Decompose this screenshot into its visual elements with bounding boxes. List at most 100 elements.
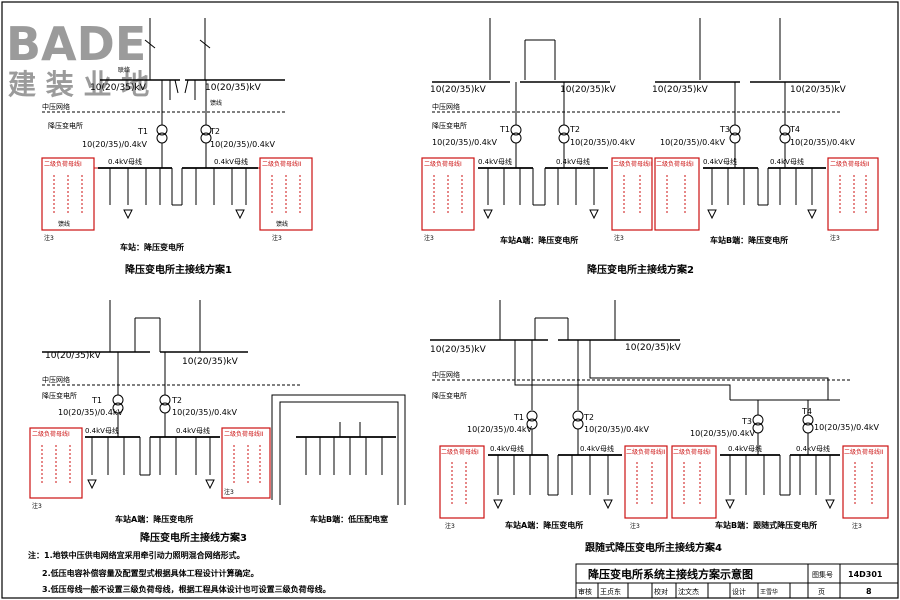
s2-hv-1: 10(20/35)kV [430,85,487,95]
s3-t2: T2 [171,396,182,405]
s2-hv-2: 10(20/35)kV [560,85,617,95]
s2-t1: T1 [499,125,510,134]
s2-hv-3: 10(20/35)kV [652,85,709,95]
s3-lv1: 0.4kV母线 [85,426,119,435]
s3-seg-out: 二级负荷母线II [224,430,264,438]
s4-note3-3: 注3 [852,522,862,530]
s1-note3a: 注3 [44,234,54,242]
scheme-4-labels: 10(20/35)kV 10(20/35)kV 中压网络 降压变电所 T1 T2… [430,343,884,554]
s3-mv-network: 中压网络 [42,375,70,384]
s1-seg-in: 二级负荷母线I [44,160,82,168]
s4-hv-1: 10(20/35)kV [430,345,487,355]
s4-title: 跟随式降压变电所主接线方案4 [585,541,722,554]
s2-lv2: 0.4kV母线 [556,157,590,166]
s4-seg-1: 二级负荷母线I [441,448,479,456]
page-number: 8 [866,587,872,596]
s1-feeder-hv: 馈线 [210,99,222,107]
s2-seg-2: 二级负荷母线II [613,160,653,168]
s4-tx1: 10(20/35)/0.4kV [467,425,533,434]
s4-mv-network: 中压网络 [432,370,460,379]
s1-tx2: 10(20/35)/0.4kV [210,140,276,149]
s3-note3b: 注3 [224,488,234,496]
s2-mv-network: 中压网络 [432,102,460,111]
s2-t2: T2 [569,125,580,134]
s1-feeder-b: 馈线 [276,220,288,228]
s2-title: 降压变电所主接线方案2 [587,263,694,276]
s1-lv1: 0.4kV母线 [108,157,142,166]
s4-t1: T1 [513,413,524,422]
s2-note3-1: 注3 [424,234,434,242]
s4-lv4: 0.4kV母线 [796,444,830,453]
scheme-4 [430,300,889,519]
s2-tx2: 10(20/35)/0.4kV [570,138,636,147]
s4-note3-1: 注3 [445,522,455,530]
logo-cn: 建 装 业 地 [8,68,149,101]
s3-hv-1: 10(20/35)kV [45,351,102,361]
s2-hv-4: 10(20/35)kV [790,85,847,95]
s3-step-down: 降压变电所 [42,391,77,400]
reviewer-name: 王贞东 [600,587,621,596]
designer-name: 王雪华 [760,588,778,596]
s4-t2: T2 [583,413,594,422]
checker-name: 沈文杰 [678,587,699,596]
s2-note3-2: 注3 [614,234,624,242]
s1-feeder-a: 馈线 [58,220,70,228]
page-label: 页 [818,588,825,596]
s3-seg-in: 二级负荷母线I [32,430,70,438]
scheme-3 [29,300,406,505]
design-label: 设计 [732,587,746,596]
s4-station-a: 车站A端：降压变电所 [505,520,583,530]
s4-seg-2: 二级负荷母线II [626,448,666,456]
s2-t3: T3 [719,125,730,134]
s2-step-down: 降压变电所 [432,121,467,130]
s1-station: 车站：降压变电所 [120,242,184,252]
s4-tx3: 10(20/35)/0.4kV [690,429,756,438]
s4-station-b: 车站B端：跟随式降压变电所 [715,520,817,530]
s2-station-b: 车站B端：降压变电所 [710,235,788,245]
s3-title: 降压变电所主接线方案3 [140,531,247,544]
s2-tx1: 10(20/35)/0.4kV [432,138,498,147]
s1-hv-left: 10(20/35)kV [90,83,147,93]
s2-lv3: 0.4kV母线 [703,157,737,166]
s1-step-down: 降压变电所 [48,121,83,130]
s1-t1: T1 [137,127,148,136]
s1-t2: T2 [209,127,220,136]
review-label: 审核 [578,587,592,596]
s4-note3-2: 注3 [630,522,640,530]
s3-t1: T1 [91,396,102,405]
s1-tx1: 10(20/35)/0.4kV [82,140,148,149]
s2-seg-1: 二级负荷母线I [424,160,462,168]
check-label: 校对 [654,587,668,596]
s1-tie: 联络 [118,66,130,74]
s4-tx4: 10(20/35)/0.4kV [814,423,880,432]
s2-t4: T4 [789,125,800,134]
s3-tx1: 10(20/35)/0.4kV [58,408,124,417]
s2-seg-3: 二级负荷母线I [656,160,694,168]
s1-note3b: 注3 [272,234,282,242]
logo-brand: BADE [6,17,146,71]
s4-seg-3: 二级负荷母线I [673,448,711,456]
s4-lv1: 0.4kV母线 [490,444,524,453]
logo: BADE 建 装 业 地 [6,17,149,101]
scheme-3-labels: 10(20/35)kV 10(20/35)kV 中压网络 降压变电所 T1 T2… [32,351,388,544]
scheme-1-labels: 10(20/35)kV 10(20/35)kV 中压网络 降压变电所 T1 T2… [42,66,302,276]
s2-station-a: 车站A端：降压变电所 [500,235,578,245]
s3-lv2: 0.4kV母线 [176,426,210,435]
scheme-1 [41,18,313,231]
s4-step-down: 降压变电所 [432,391,467,400]
s2-lv4: 0.4kV母线 [770,157,804,166]
notes: 注：1.地铁中压供电网络宜采用牵引动力照明混合网络形式。 2.低压电容补偿容量及… [28,550,331,594]
s2-tx3: 10(20/35)/0.4kV [660,138,726,147]
s2-note3-3: 注3 [830,234,840,242]
atlas-number: 14D301 [848,570,883,579]
note-1: 注：1.地铁中压供电网络宜采用牵引动力照明混合网络形式。 [28,550,245,560]
s4-t3: T3 [741,417,752,426]
note-3: 3.低压母线一般不设置三级负荷母线，根据工程具体设计也可设置三级负荷母线。 [42,584,331,594]
s1-seg-out: 二级负荷母线II [262,160,302,168]
s4-lv3: 0.4kV母线 [728,444,762,453]
note-2: 2.低压电容补偿容量及配置型式根据具体工程设计计算确定。 [42,568,259,578]
s4-hv-2: 10(20/35)kV [625,343,682,353]
scheme-2-labels: 10(20/35)kV 10(20/35)kV 10(20/35)kV 10(2… [424,85,870,276]
